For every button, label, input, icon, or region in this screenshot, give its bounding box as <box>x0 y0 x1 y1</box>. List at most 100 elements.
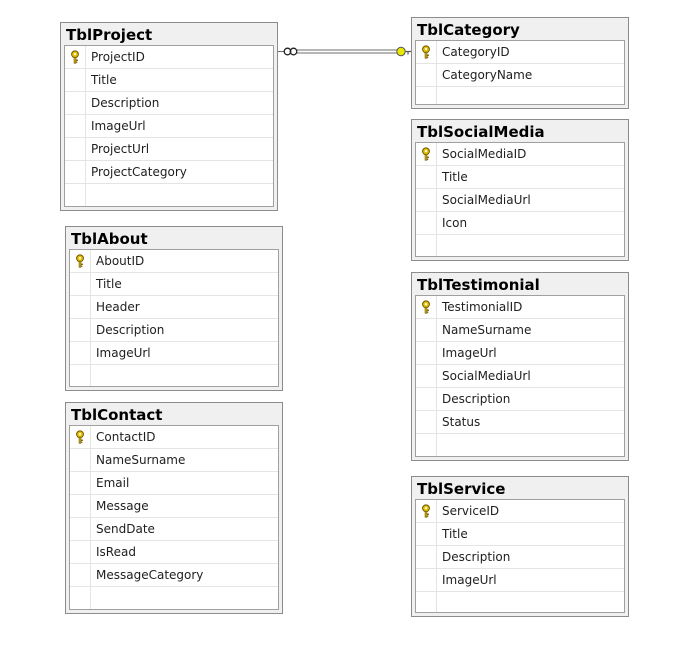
column-row[interactable]: ImageUrl <box>416 569 624 592</box>
column-row[interactable]: NameSurname <box>416 319 624 342</box>
column-row[interactable]: ContactID <box>70 426 278 449</box>
column-row[interactable]: Description <box>65 92 273 115</box>
column-row[interactable]: AboutID <box>70 250 278 273</box>
row-selector[interactable] <box>70 426 91 448</box>
row-selector[interactable] <box>70 273 91 295</box>
row-selector[interactable] <box>70 495 91 517</box>
row-selector[interactable] <box>70 250 91 272</box>
new-column-row[interactable] <box>70 365 278 386</box>
column-name: Icon <box>442 216 468 230</box>
row-selector[interactable] <box>65 115 86 137</box>
column-name: Description <box>91 96 160 110</box>
row-selector[interactable] <box>416 296 437 318</box>
new-column-row[interactable] <box>416 87 624 104</box>
column-row[interactable]: Description <box>416 388 624 411</box>
row-selector[interactable] <box>416 365 437 387</box>
row-selector[interactable] <box>65 161 86 183</box>
row-selector[interactable] <box>65 69 86 91</box>
column-row[interactable]: ProjectUrl <box>65 138 273 161</box>
column-row[interactable]: ProjectCategory <box>65 161 273 184</box>
column-row[interactable]: ImageUrl <box>70 342 278 365</box>
column-row[interactable]: ServiceID <box>416 500 624 523</box>
row-selector[interactable] <box>70 296 91 318</box>
column-row[interactable]: MessageCategory <box>70 564 278 587</box>
table-title[interactable]: TblProject <box>66 26 153 44</box>
row-selector[interactable] <box>416 212 437 234</box>
column-row[interactable]: Title <box>416 523 624 546</box>
row-selector[interactable] <box>416 87 437 104</box>
new-column-row[interactable] <box>416 434 624 456</box>
column-row[interactable]: ImageUrl <box>416 342 624 365</box>
row-selector[interactable] <box>70 564 91 586</box>
row-selector[interactable] <box>65 138 86 160</box>
row-selector[interactable] <box>416 342 437 364</box>
row-selector[interactable] <box>65 184 86 206</box>
table-title[interactable]: TblTestimonial <box>417 276 540 294</box>
column-row[interactable]: Message <box>70 495 278 518</box>
new-column-row[interactable] <box>70 587 278 609</box>
row-selector[interactable] <box>416 388 437 410</box>
column-row[interactable]: NameSurname <box>70 449 278 472</box>
row-selector[interactable] <box>70 587 91 609</box>
column-row[interactable]: Description <box>70 319 278 342</box>
row-selector[interactable] <box>70 472 91 494</box>
table-title[interactable]: TblService <box>417 480 506 498</box>
row-selector[interactable] <box>416 546 437 568</box>
column-row[interactable]: SocialMediaUrl <box>416 365 624 388</box>
row-selector[interactable] <box>416 411 437 433</box>
row-selector[interactable] <box>416 523 437 545</box>
row-selector[interactable] <box>70 342 91 364</box>
table-title[interactable]: TblCategory <box>417 21 520 39</box>
row-selector[interactable] <box>70 319 91 341</box>
row-selector[interactable] <box>416 592 437 612</box>
column-row[interactable]: TestimonialID <box>416 296 624 319</box>
column-row[interactable]: Icon <box>416 212 624 235</box>
table-title[interactable]: TblAbout <box>71 230 148 248</box>
column-row[interactable]: SocialMediaID <box>416 143 624 166</box>
column-row[interactable]: ProjectID <box>65 46 273 69</box>
row-selector[interactable] <box>416 235 437 256</box>
column-row[interactable]: CategoryID <box>416 41 624 64</box>
column-row[interactable]: Title <box>416 166 624 189</box>
row-selector[interactable] <box>416 500 437 522</box>
row-selector[interactable] <box>416 434 437 456</box>
row-selector[interactable] <box>416 64 437 86</box>
row-selector[interactable] <box>65 46 86 68</box>
column-row[interactable]: SocialMediaUrl <box>416 189 624 212</box>
row-selector[interactable] <box>416 41 437 63</box>
new-column-row[interactable] <box>416 235 624 256</box>
row-selector[interactable] <box>416 189 437 211</box>
relationship-key-icon <box>396 46 411 57</box>
column-row[interactable]: Title <box>70 273 278 296</box>
row-selector[interactable] <box>70 449 91 471</box>
column-row[interactable]: Email <box>70 472 278 495</box>
column-row[interactable]: SendDate <box>70 518 278 541</box>
row-selector[interactable] <box>416 319 437 341</box>
row-selector[interactable] <box>70 541 91 563</box>
column-row[interactable]: Description <box>416 546 624 569</box>
row-selector[interactable] <box>65 92 86 114</box>
row-selector[interactable] <box>416 569 437 591</box>
new-column-row[interactable] <box>65 184 273 206</box>
table-title[interactable]: TblSocialMedia <box>417 123 545 141</box>
row-selector[interactable] <box>416 166 437 188</box>
table-title[interactable]: TblContact <box>71 406 163 424</box>
row-selector[interactable] <box>70 518 91 540</box>
column-row[interactable]: Title <box>65 69 273 92</box>
column-row[interactable]: ImageUrl <box>65 115 273 138</box>
column-row[interactable]: Header <box>70 296 278 319</box>
row-selector[interactable] <box>416 143 437 165</box>
column-row[interactable]: CategoryName <box>416 64 624 87</box>
column-row[interactable]: IsRead <box>70 541 278 564</box>
row-selector[interactable] <box>70 365 91 386</box>
new-column-row[interactable] <box>416 592 624 612</box>
column-row[interactable]: Status <box>416 411 624 434</box>
